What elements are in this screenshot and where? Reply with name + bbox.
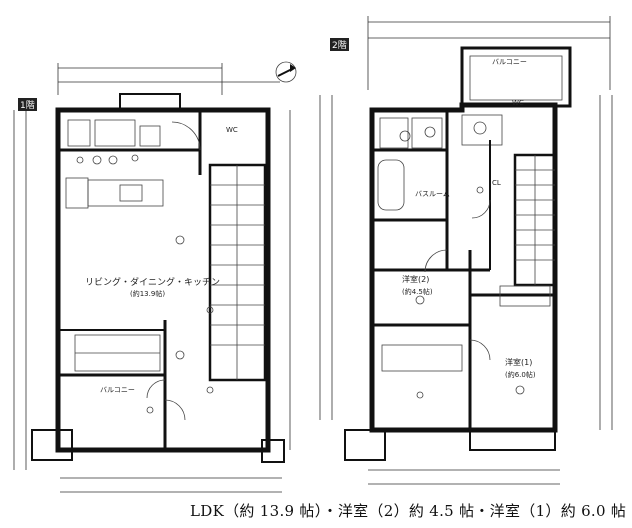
floor-tag-left: 1階	[18, 98, 37, 111]
room1-size-label: (約6.0帖)	[505, 370, 536, 379]
room1-label: 洋室(1)	[505, 357, 532, 367]
balcony-label-left: バルコニー	[100, 386, 135, 394]
bath-label: バスルーム	[415, 190, 450, 198]
left-floor-plan: リビング・ダイニング・キッチン (約13.9帖) WC バルコニー	[13, 63, 291, 493]
closet-label: CL	[492, 179, 501, 187]
ldk-label: リビング・ダイニング・キッチン	[85, 276, 220, 288]
floor-tag-right: 2階	[330, 38, 349, 51]
right-floor-plan: 洋室(2) (約4.5帖) 洋室(1) (約6.0帖) バスルーム バルコニー …	[319, 16, 613, 485]
ldk-size-label: (約13.9帖)	[130, 289, 165, 298]
north-arrow-icon	[275, 61, 297, 83]
room2-label: 洋室(2)	[402, 274, 429, 284]
plan-caption: LDK（約 13.9 帖）・洋室（2）約 4.5 帖・洋室（1）約 6.0 帖	[190, 502, 627, 520]
balcony-label-top: バルコニー	[492, 58, 527, 66]
toilet-label-left: WC	[226, 126, 238, 134]
toilet-label-right: WC	[512, 99, 524, 107]
room2-size-label: (約4.5帖)	[402, 287, 433, 296]
